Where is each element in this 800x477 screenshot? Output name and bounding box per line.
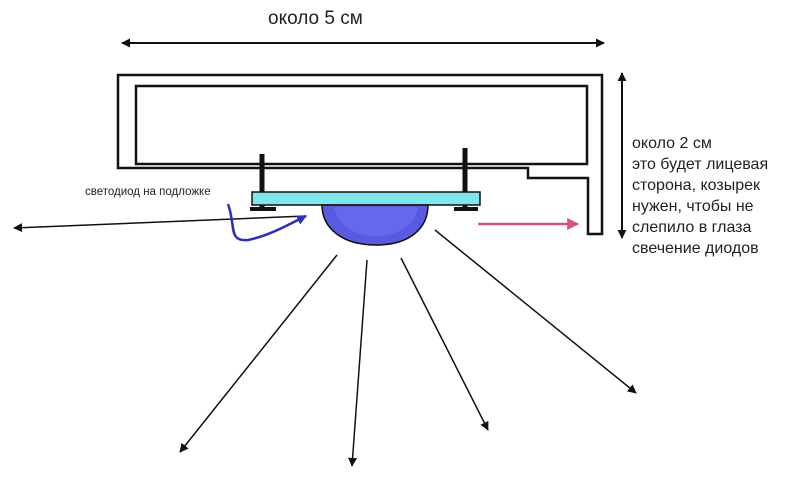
profile-inner-cavity [134, 84, 589, 166]
height-and-visor-note: около 2 см это будет лицевая сторона, ко… [632, 133, 768, 259]
note-line-3: сторона, козырек [632, 177, 760, 194]
note-line-4: нужен, чтобы не [632, 198, 754, 215]
width-dimension-label: около 5 см [268, 8, 363, 29]
note-line-6: свечение диодов [632, 240, 759, 257]
note-line-5: слепило в глаза [632, 219, 752, 236]
light-ray-far-left [179, 254, 338, 453]
led-lens-highlight [334, 207, 418, 236]
profile-housing-outer [116, 73, 604, 236]
height-dimension-label: около 2 см [632, 135, 712, 152]
light-ray-center [348, 259, 368, 467]
light-ray-far-right [434, 229, 637, 394]
light-ray-left-horizontal [13, 215, 307, 233]
note-line-2: это будет лицевая [632, 156, 769, 173]
led-substrate-label: светодиод на подложке [85, 186, 211, 198]
led-substrate [251, 191, 481, 206]
light-ray-center-right [400, 257, 489, 431]
led-pointer-arrow [226, 203, 307, 242]
